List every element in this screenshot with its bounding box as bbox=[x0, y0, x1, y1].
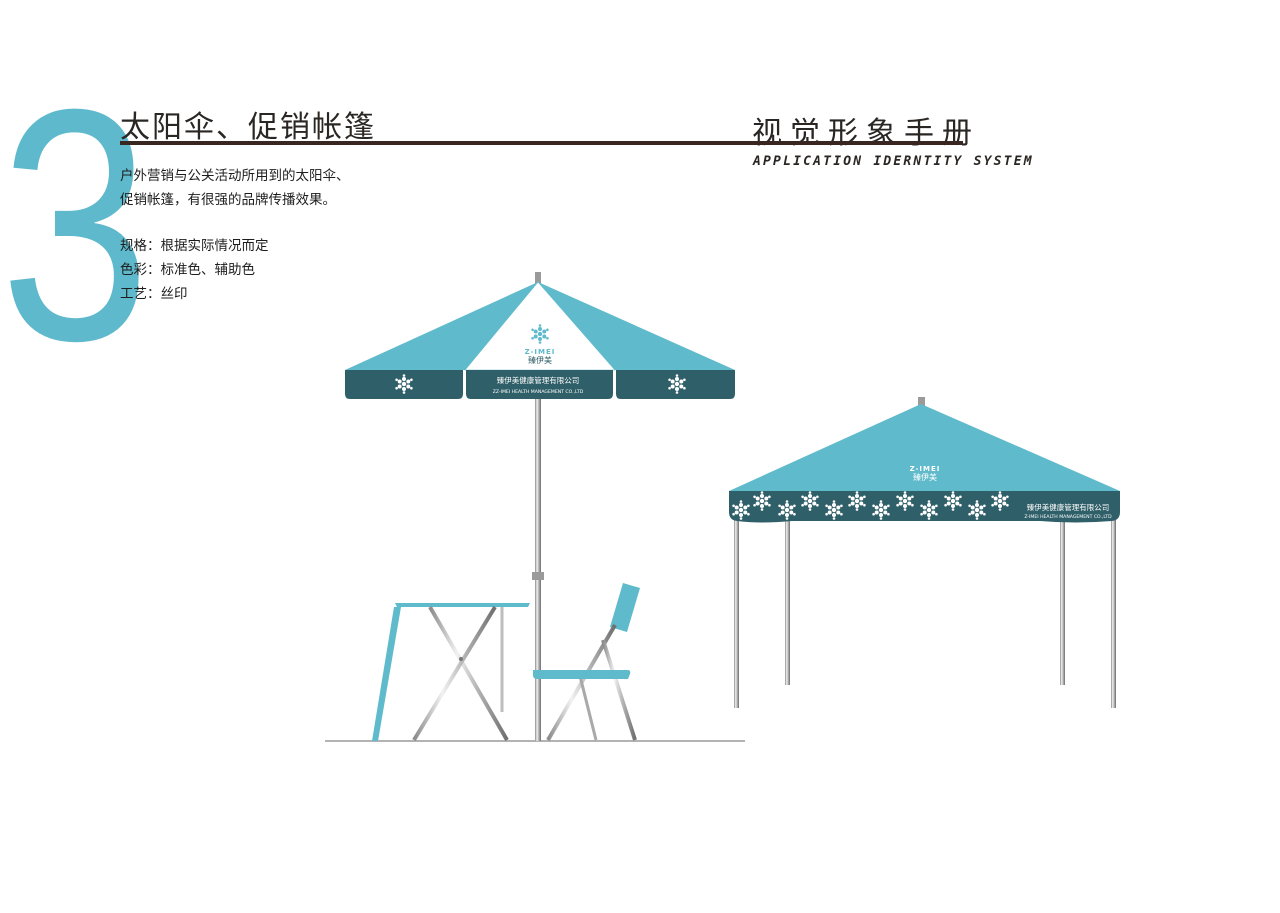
umbrella-pole-joint bbox=[532, 572, 544, 580]
craft-line: 工艺：丝印 bbox=[120, 286, 188, 302]
folding-table bbox=[372, 603, 530, 742]
tent-logo-cn: 臻伊美 bbox=[913, 472, 937, 482]
umbrella-panel-left bbox=[345, 282, 538, 370]
tent-finial bbox=[918, 397, 925, 406]
tent-leg bbox=[1111, 520, 1116, 708]
tent-leg bbox=[734, 520, 739, 708]
folding-chair bbox=[533, 583, 640, 742]
umbrella-pole bbox=[535, 390, 541, 741]
description-line-2: 促销帐篷，有很强的品牌传播效果。 bbox=[120, 192, 336, 208]
description-line-1: 户外营销与公关活动所用到的太阳伞、 bbox=[120, 168, 350, 184]
manual-title: 视觉形象手册 bbox=[752, 116, 980, 151]
tent-company-en: Z-IMEI HEALTH MANAGEMENT CO.,LTD bbox=[1024, 514, 1112, 520]
umbrella-logo-en: Z-IMEI bbox=[525, 348, 556, 356]
spec-line: 规格：根据实际情况而定 bbox=[120, 238, 269, 254]
umbrella-valance-center bbox=[466, 370, 613, 399]
umbrella-finial bbox=[535, 272, 541, 284]
umbrella-company-cn: 臻伊美健康管理有限公司 bbox=[497, 375, 580, 385]
promo-tent bbox=[729, 397, 1120, 708]
header-divider bbox=[120, 141, 963, 145]
manual-subtitle: APPLICATION IDERNTITY SYSTEM bbox=[753, 154, 1034, 169]
umbrella-company-en: ZZ-IMEI HEALTH MANAGEMENT CO.,LTD bbox=[493, 389, 584, 395]
tent-leg bbox=[785, 520, 790, 685]
tent-leg bbox=[1060, 520, 1065, 685]
section-title: 太阳伞、促销帐篷 bbox=[120, 110, 376, 145]
section-number: 3 bbox=[0, 40, 150, 409]
tent-roof bbox=[729, 404, 1120, 491]
sun-umbrella bbox=[345, 272, 735, 741]
color-line: 色彩：标准色、辅助色 bbox=[120, 262, 255, 278]
description: 户外营销与公关活动所用到的太阳伞、 促销帐篷，有很强的品牌传播效果。 规格：根据… bbox=[120, 164, 350, 306]
umbrella-logo-cn: 臻伊美 bbox=[528, 355, 552, 365]
tent-company-cn: 臻伊美健康管理有限公司 bbox=[1027, 502, 1110, 512]
tent-logo-en: Z-IMEI bbox=[910, 465, 941, 473]
umbrella-panel-right bbox=[538, 282, 735, 370]
